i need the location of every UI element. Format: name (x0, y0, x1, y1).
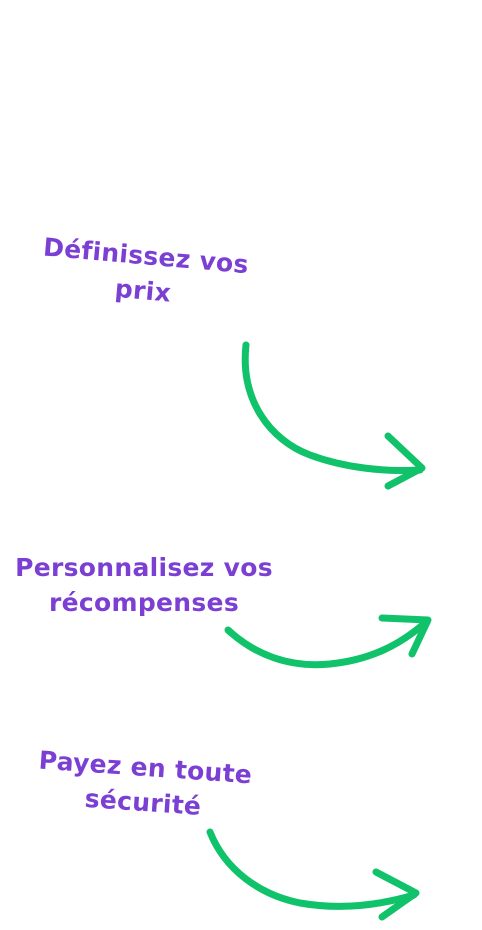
step-label-line: récompenses (49, 588, 239, 617)
step-label-line: Personnalisez vos (15, 553, 273, 582)
arrow-head (372, 868, 420, 921)
arrow-shaft (206, 828, 418, 910)
arrow-shaft (241, 341, 424, 474)
arrow-head (384, 432, 426, 490)
arrow-head (378, 614, 432, 658)
step-label-customize-rewards: Personnalisez vos récompenses (10, 550, 278, 620)
arrow-shaft (224, 618, 430, 669)
